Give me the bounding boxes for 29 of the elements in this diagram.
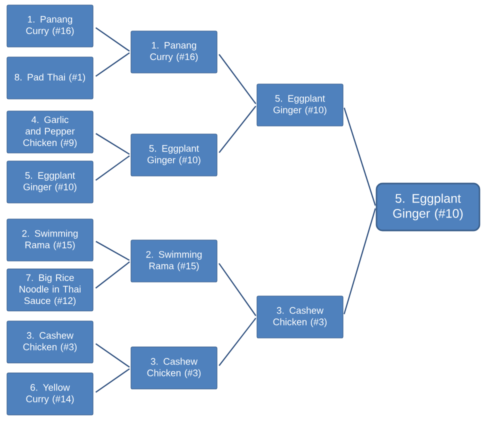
bracket-box: 5. Eggplant Ginger (#10) (130, 134, 218, 176)
bracket-box: 3. Cashew Chicken (#3) (130, 346, 218, 390)
bracket-box: 5. Eggplant Ginger (#10) (256, 84, 344, 126)
connector-line (95, 27, 130, 52)
bracket-box: 1. Panang Curry (#16) (130, 30, 218, 74)
connector-line (218, 263, 256, 316)
connector-line (95, 343, 130, 368)
bracket-box: 7. Big Rice Noodle in Thai Sauce (#12) (6, 268, 94, 312)
bracket-box: 2. Swimming Rama (#15) (6, 218, 94, 262)
connector-line (96, 240, 130, 261)
bracket-box: 3. Cashew Chicken (#3) (6, 320, 94, 364)
connector-line (95, 155, 130, 181)
connector-line (95, 261, 130, 289)
connector-line (344, 108, 376, 206)
connector-line (344, 208, 376, 314)
bracket-box: 5. Eggplant Ginger (#10) (6, 160, 94, 204)
bracket-box: 6. Yellow Curry (#14) (6, 372, 94, 416)
bracket-box: 3. Cashew Chicken (#3) (256, 296, 344, 338)
connector-line (218, 54, 256, 104)
bracket-box: 4. Garlic and Pepper Chicken (#9) (6, 110, 94, 154)
bracket-box: 2. Swimming Rama (#15) (130, 240, 218, 282)
connector-line (96, 133, 130, 155)
connector-line (95, 368, 130, 393)
connector-line (218, 106, 256, 153)
connector-line (95, 52, 130, 77)
bracket-box: 1. Panang Curry (#16) (6, 4, 94, 48)
connector-line (218, 318, 256, 366)
winner-box: 5. Eggplant Ginger (#10) (376, 182, 480, 232)
bracket-box: 8. Pad Thai (#1) (6, 56, 94, 100)
